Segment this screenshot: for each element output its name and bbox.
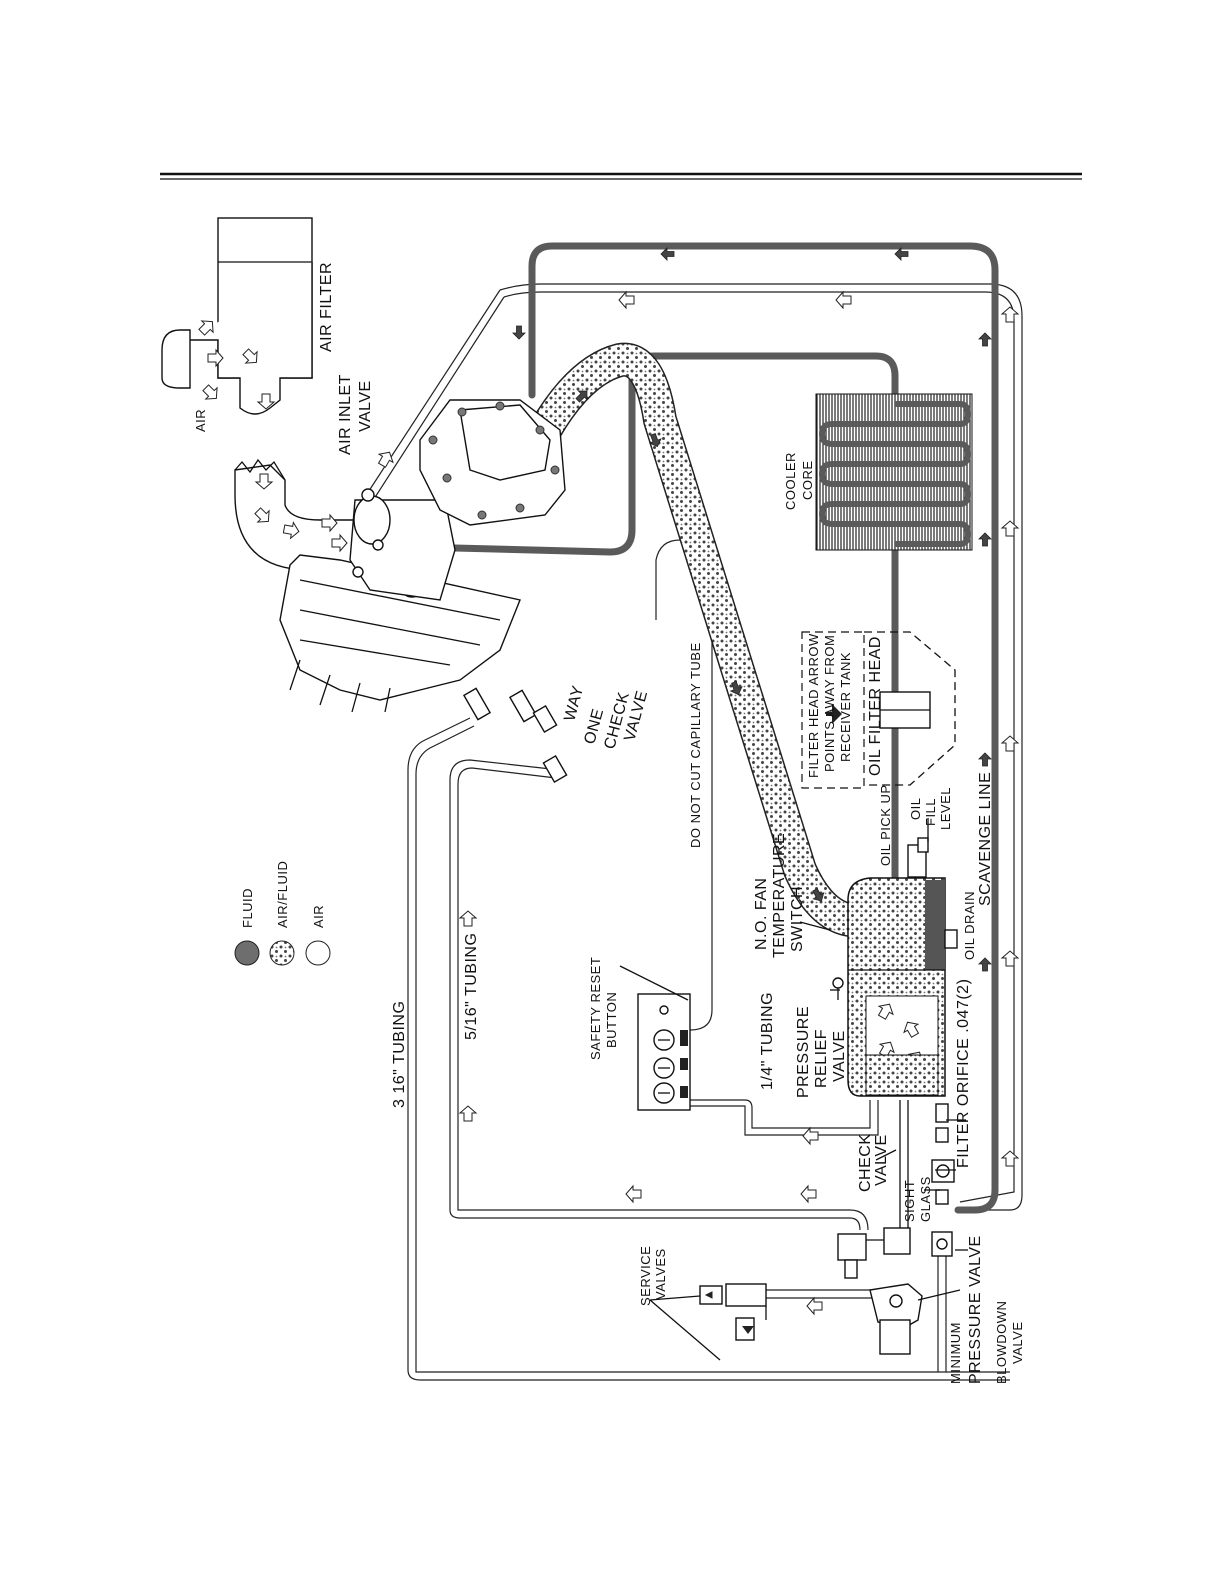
cooler-core [815, 393, 973, 551]
legend-fluid-label: FLUID [240, 888, 255, 928]
label-nofan-3: SWITCH [789, 886, 806, 952]
label-safety-reset-2: BUTTON [604, 992, 619, 1048]
safety-reset-panel [637, 993, 691, 1111]
label-pressure-relief-1: PRESSURE [795, 1006, 812, 1098]
legend-air-label: AIR [311, 905, 326, 928]
label-filter-head-note-1: FILTER HEAD ARROW [806, 633, 821, 778]
label-check-valve-2: VALVE [873, 1134, 890, 1186]
valve-assembly [699, 1227, 953, 1355]
label-oil-drain: OIL DRAIN [962, 891, 977, 960]
label-safety-reset-1: SAFETY RESET [588, 957, 603, 1060]
legend: FLUID AIR/FLUID AIR [234, 861, 331, 966]
label-oil-pick-up: OIL PICK UP [878, 784, 893, 866]
header-rule [160, 172, 1082, 180]
label-scavenge-line: SCAVENGE LINE [977, 772, 994, 906]
label-air-inlet-valve-1: AIR INLET [337, 374, 354, 455]
label-blowdown-2: VALVE [1010, 1322, 1025, 1364]
label-min-pressure-2: PRESSURE VALVE [967, 1235, 984, 1384]
label-sight-glass-2: GLASS [918, 1176, 933, 1222]
label-tubing-14: 1/4" TUBING [759, 992, 776, 1090]
label-min-pressure-1: MINIMUM [948, 1322, 963, 1384]
label-tubing-316: 3 16" TUBING [391, 1001, 408, 1108]
label-pressure-relief-3: VALVE [831, 1030, 848, 1082]
legend-air-fluid-swatch [269, 940, 295, 966]
compressor [279, 399, 568, 783]
label-air-filter: AIR FILTER [318, 262, 335, 352]
label-nofan-2: TEMPERATURE [771, 833, 788, 958]
label-pressure-relief-2: RELIEF [813, 1029, 830, 1088]
receiver-tank [832, 837, 958, 1240]
label-oil-fill-level-2: FILL [923, 798, 938, 826]
leader-lines [619, 818, 968, 1361]
legend-fluid-swatch [234, 940, 260, 966]
label-filter-head-note-3: RECEIVER TANK [838, 652, 853, 762]
label-sight-glass-1: SIGHT [902, 1180, 917, 1222]
label-filter-orifice: FILTER ORIFICE .047(2) [955, 979, 972, 1168]
label-service-valves-2: VALVES [653, 1248, 668, 1300]
intake-elbow [234, 458, 371, 571]
legend-air-swatch [305, 940, 331, 966]
label-filter-head-note-2: POINTS AWAY FROM [822, 635, 837, 772]
label-nofan-1: N.O. FAN [753, 878, 770, 950]
label-air: AIR [193, 409, 208, 432]
label-blowdown-1: BLOWDOWN [994, 1301, 1009, 1384]
label-service-valves-1: SERVICE [638, 1246, 653, 1306]
label-oil-filter-head: OIL FILTER HEAD [867, 636, 884, 776]
label-oil-fill-level-3: LEVEL [938, 787, 953, 830]
label-one-way-1: WAY [561, 684, 587, 723]
label-cooler-core-1: COOLER [783, 452, 798, 510]
air-filter [161, 217, 313, 415]
label-check-valve-1: CHECK [857, 1133, 874, 1192]
label-cooler-core-2: CORE [800, 460, 815, 500]
label-air-inlet-valve-2: VALVE [357, 380, 374, 432]
air-fluid-hose [528, 342, 867, 937]
label-oil-fill-level-1: OIL [908, 798, 923, 820]
oil-filter-head [801, 631, 956, 789]
label-tubing-516: 5/16" TUBING [463, 933, 480, 1040]
label-do-not-cut: DO NOT CUT CAPILLARY TUBE [688, 642, 703, 848]
legend-air-fluid-label: AIR/FLUID [275, 861, 290, 928]
